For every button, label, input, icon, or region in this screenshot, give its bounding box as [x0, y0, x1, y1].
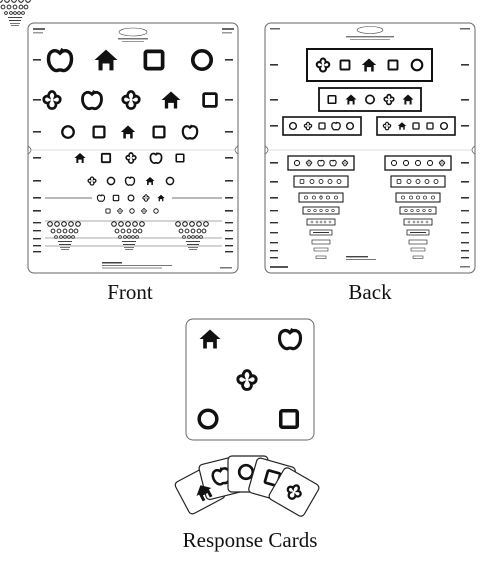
- back-logo: [270, 26, 470, 40]
- back-lower-left: [287, 155, 355, 259]
- front-row-6: [45, 193, 222, 202]
- back-row-3: [282, 116, 456, 136]
- front-line-labels: [33, 59, 233, 253]
- back-line-labels: [270, 64, 469, 259]
- fanned-cards: [174, 455, 320, 517]
- response-cards-label: Response Cards: [182, 528, 318, 552]
- back-row-1: [306, 48, 433, 82]
- front-label: Front: [107, 280, 153, 304]
- back-footer: [270, 256, 470, 268]
- front-logo: [33, 27, 234, 42]
- front-small-groups: [0, 0, 222, 251]
- response-card: [185, 318, 315, 441]
- back-row-2: [318, 87, 422, 112]
- back-label: Back: [348, 280, 392, 304]
- back-chart: [264, 22, 476, 274]
- back-lower-right: [384, 155, 452, 259]
- front-footer: [102, 262, 232, 269]
- front-chart: [0, 0, 239, 274]
